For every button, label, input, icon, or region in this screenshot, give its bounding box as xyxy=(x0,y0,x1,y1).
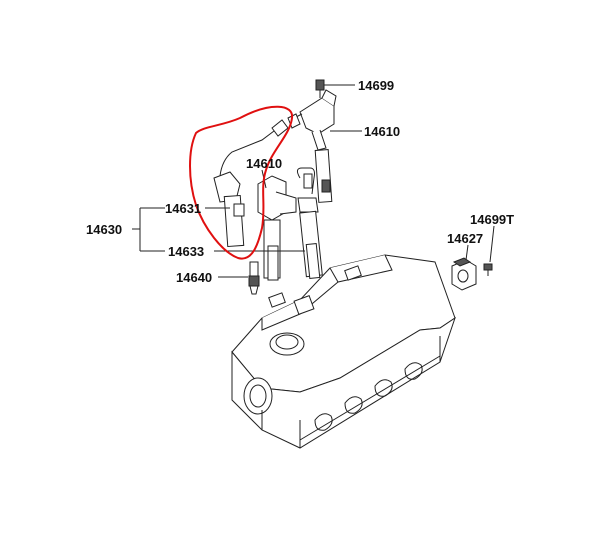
label-14630: 14630 xyxy=(86,222,122,237)
ignition-cable-14633 xyxy=(296,167,323,279)
label-14633: 14633 xyxy=(168,244,204,259)
ignition-coil-right xyxy=(293,89,337,203)
label-14699: 14699 xyxy=(358,78,394,93)
ignition-cable-14631 xyxy=(213,113,301,248)
red-highlight-outline xyxy=(189,105,294,260)
label-14631: 14631 xyxy=(165,201,201,216)
bolt-14699t xyxy=(483,263,493,276)
label-14610-center: 14610 xyxy=(246,156,282,171)
spark-plug xyxy=(248,261,260,295)
ignition-coil-center xyxy=(257,175,297,281)
label-14610-right: 14610 xyxy=(364,124,400,139)
label-14699t: 14699T xyxy=(470,212,514,227)
cylinder-head xyxy=(231,254,456,449)
label-14627: 14627 xyxy=(447,231,483,246)
label-14640: 14640 xyxy=(176,270,212,285)
sensor-14627 xyxy=(451,257,477,291)
